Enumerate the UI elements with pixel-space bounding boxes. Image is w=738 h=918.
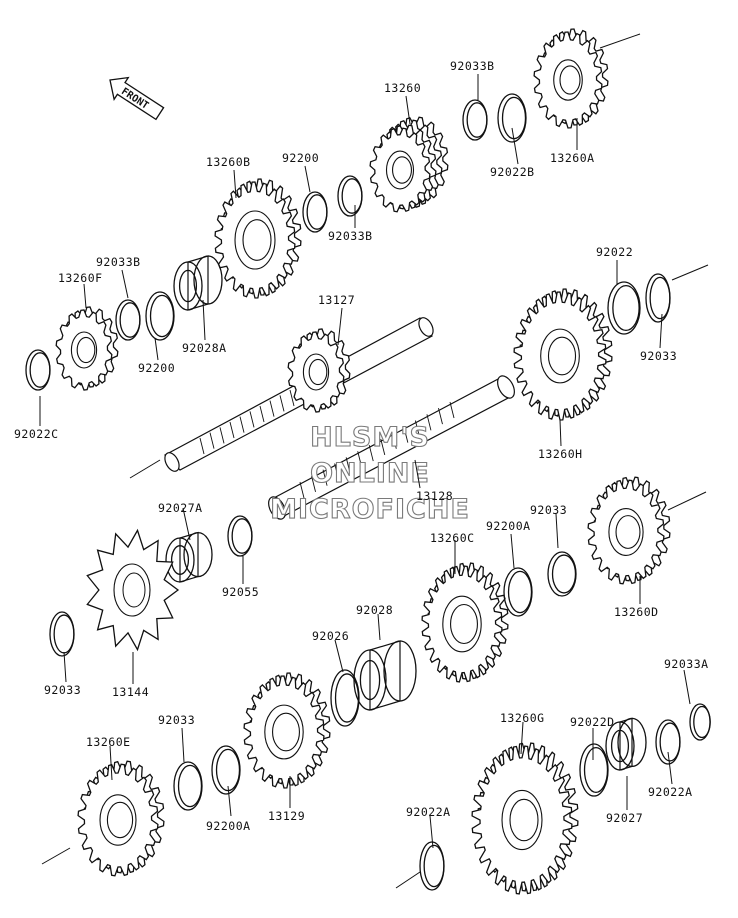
part-label-13144: 13144 bbox=[112, 685, 149, 699]
part-label-92022A-right: 92022A bbox=[648, 785, 693, 799]
sprocket-13144 bbox=[86, 528, 180, 652]
ring-92022-right bbox=[607, 281, 641, 335]
ring-92022B bbox=[497, 93, 527, 143]
washer-92026 bbox=[330, 669, 360, 727]
part-label-92022C: 92022C bbox=[14, 427, 59, 441]
circlip-92033-right bbox=[645, 273, 671, 323]
part-label-92033-left: 92033 bbox=[44, 683, 81, 697]
gear-13260F bbox=[55, 306, 119, 391]
gear-13260D bbox=[587, 476, 671, 585]
gear-13260A bbox=[533, 28, 609, 129]
shaft-13128 bbox=[268, 375, 515, 520]
part-label-92033-mid: 92033 bbox=[530, 503, 567, 517]
watermark-line-1: HLSM'S bbox=[310, 422, 430, 453]
part-label-92028: 92028 bbox=[356, 603, 393, 617]
part-label-92033-right: 92033 bbox=[640, 349, 677, 363]
gear-13260H bbox=[513, 288, 613, 421]
part-label-13127: 13127 bbox=[318, 293, 355, 307]
watermark-line-2: ONLINE bbox=[310, 458, 430, 489]
part-label-92026: 92026 bbox=[312, 629, 349, 643]
gear-13260B bbox=[214, 178, 302, 299]
circlip-92033B-mid bbox=[337, 175, 363, 217]
axis-lines bbox=[41, 33, 709, 889]
watermark-line-3: MICROFICHE bbox=[270, 494, 470, 525]
part-label-13260B: 13260B bbox=[206, 155, 251, 169]
circlip-92033-bottom bbox=[173, 761, 203, 811]
part-label-92022B: 92022B bbox=[490, 165, 535, 179]
part-label-92200A-bottom: 92200A bbox=[206, 819, 251, 833]
front-arrow-icon: FRONT bbox=[109, 76, 165, 121]
washer-92200A-mid bbox=[503, 567, 533, 617]
needle-bearing-92028 bbox=[353, 640, 417, 711]
part-label-92027A: 92027A bbox=[158, 501, 203, 515]
part-label-13260: 13260 bbox=[384, 81, 421, 95]
circlip-92033B-left bbox=[115, 299, 141, 341]
part-label-92200-top: 92200 bbox=[282, 151, 319, 165]
needle-bearing-92028A bbox=[173, 255, 223, 311]
part-label-92022A-bottom: 92022A bbox=[406, 805, 451, 819]
ring-92022A-bottom bbox=[419, 841, 445, 891]
part-label-92200A-mid: 92200A bbox=[486, 519, 531, 533]
collar-92027A bbox=[165, 531, 213, 583]
part-label-92022-right: 92022 bbox=[596, 245, 633, 259]
circlip-92033-left bbox=[49, 611, 75, 657]
gear-13260 bbox=[369, 124, 437, 213]
part-label-92033-bottom: 92033 bbox=[158, 713, 195, 727]
part-label-13260D: 13260D bbox=[614, 605, 659, 619]
washer-92200-top bbox=[302, 191, 328, 233]
circlip-92033A bbox=[689, 703, 711, 741]
watermark: HLSM'S ONLINE MICROFICHE bbox=[270, 421, 470, 525]
part-label-92055: 92055 bbox=[222, 585, 259, 599]
collar-92027 bbox=[605, 717, 647, 771]
part-label-13260A: 13260A bbox=[550, 151, 595, 165]
gear-13260E bbox=[77, 760, 165, 877]
circlip-92033-mid bbox=[547, 551, 577, 597]
part-label-92200-left: 92200 bbox=[138, 361, 175, 375]
gear-13129 bbox=[243, 672, 331, 789]
circlip-92033B-top bbox=[462, 99, 488, 141]
part-label-13129: 13129 bbox=[268, 809, 305, 823]
washer-92200-left bbox=[145, 291, 175, 341]
gear-13260C bbox=[421, 562, 509, 683]
part-label-13128: 13128 bbox=[416, 489, 453, 503]
washer-92200A-bottom bbox=[211, 745, 241, 795]
part-labels: 13260A 92022B 92033B 13260 92033B 92200 … bbox=[14, 59, 709, 833]
part-label-92033B-left: 92033B bbox=[96, 255, 141, 269]
part-label-13260G: 13260G bbox=[500, 711, 545, 725]
gear-13260G bbox=[471, 742, 579, 895]
leader-lines bbox=[39, 74, 691, 849]
part-label-92033A: 92033A bbox=[664, 657, 709, 671]
part-label-13260E: 13260E bbox=[86, 735, 131, 749]
gear-on-shaft-13127 bbox=[287, 328, 351, 413]
ring-92022C bbox=[25, 349, 51, 391]
part-label-13260H: 13260H bbox=[538, 447, 583, 461]
part-label-92022D: 92022D bbox=[570, 715, 615, 729]
part-label-92027: 92027 bbox=[606, 811, 643, 825]
part-label-13260C: 13260C bbox=[430, 531, 475, 545]
part-label-92033B-mid: 92033B bbox=[328, 229, 373, 243]
circlip-92055 bbox=[227, 515, 253, 557]
ring-92022D bbox=[579, 743, 609, 797]
part-label-92028A: 92028A bbox=[182, 341, 227, 355]
part-label-92033B-top: 92033B bbox=[450, 59, 495, 73]
part-label-13260F: 13260F bbox=[58, 271, 103, 285]
ring-92022A-right bbox=[655, 719, 681, 765]
